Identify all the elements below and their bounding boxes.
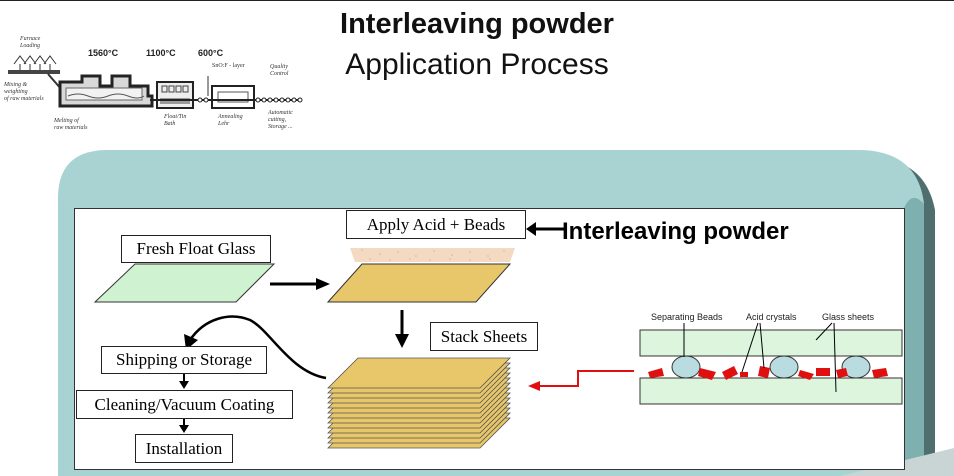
temp-1100: 1100°C — [146, 48, 176, 58]
fresh-float-glass-label: Fresh Float Glass — [121, 235, 271, 263]
page-subtitle: Application Process — [345, 48, 609, 81]
shipping-storage-label: Shipping or Storage — [101, 346, 267, 374]
furnace-loading-label: Furnace Loading — [20, 36, 41, 49]
installation-label: Installation — [135, 434, 233, 463]
interleaving-powder-label: Interleaving powder — [562, 218, 789, 245]
temp-1560: 1560°C — [88, 48, 119, 58]
sheet-stack — [327, 357, 511, 449]
glass-sheets-label: Glass sheets — [822, 312, 875, 322]
hopper-icons — [13, 55, 57, 70]
float-line-diagram: Furnace Loading Mixing & weighting of ra… — [0, 30, 320, 140]
cross-section-diagram — [639, 322, 903, 405]
quality-label: Quality Control — [270, 64, 289, 77]
fresh-glass-sheet — [93, 263, 276, 303]
float-line-drawing — [8, 55, 303, 109]
coating-label: SnO:F - layer — [212, 63, 245, 69]
float-bath-label: Float/Tin Bath — [164, 114, 187, 127]
top-border-line — [0, 0, 954, 1]
separating-beads-label: Separating Beads — [651, 312, 723, 322]
coated-sheet — [326, 263, 512, 303]
annealing-label: Annealing Lehr — [218, 114, 243, 127]
temp-600: 600°C — [198, 48, 224, 58]
acid-crystals-label: Acid crystals — [746, 312, 797, 322]
apply-acid-beads-label: Apply Acid + Beads — [346, 210, 526, 239]
automatic-label: Automatic cutting, Storage ... — [268, 110, 293, 130]
page-title: Interleaving powder — [340, 8, 614, 40]
cleaning-coating-label: Cleaning/Vacuum Coating — [76, 390, 293, 419]
mixing-label: Mixing & weighting of raw materials — [4, 82, 44, 102]
melting-label: Melting of raw materials — [54, 118, 88, 131]
stack-sheets-label: Stack Sheets — [430, 322, 538, 351]
powder-cloud — [350, 248, 515, 262]
